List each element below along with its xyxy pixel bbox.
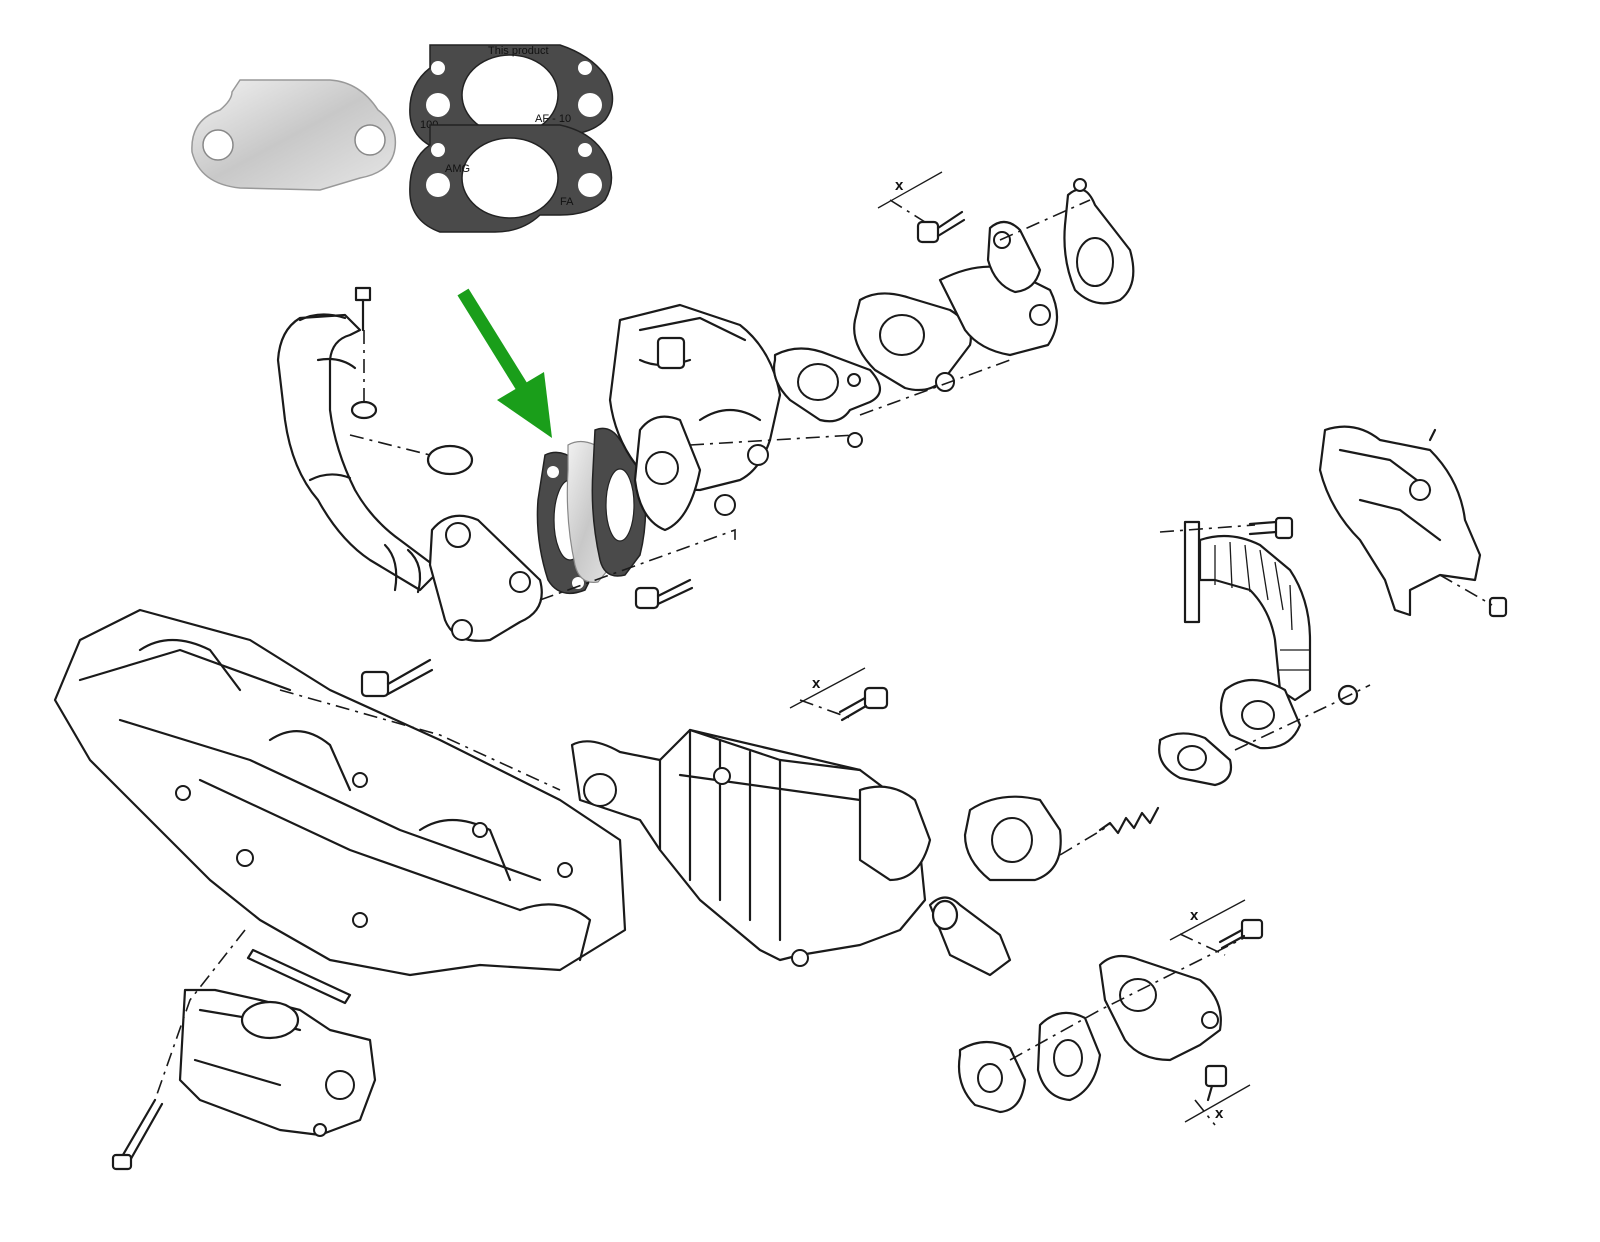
bolt-icon (838, 686, 889, 722)
green-arrow-icon (457, 288, 552, 438)
heat-shield (1318, 425, 1482, 617)
top-right-gasket (1063, 178, 1135, 305)
blanking-plate-photo (191, 79, 397, 191)
dimension-marker: x (1169, 899, 1246, 956)
o-ring (426, 444, 474, 476)
highlighted-gasket-2 (591, 427, 647, 577)
gasket-print-brand: AMG (445, 163, 470, 175)
assembly-line (1234, 684, 1371, 751)
bolt-icon (1439, 574, 1508, 618)
assembly-line (999, 199, 1091, 241)
dimension-marker: x (1184, 1084, 1251, 1126)
egr-cooler (570, 728, 1062, 977)
gasket-photo-front: AF - 10 AMG FA (409, 113, 613, 233)
intake-manifold (53, 608, 627, 977)
outlet-gasket (1036, 1011, 1102, 1102)
dimension-label: x (812, 675, 821, 692)
nut (1337, 684, 1359, 706)
assembly-line (689, 434, 856, 446)
washer (847, 432, 863, 448)
valve-gasket (772, 347, 882, 423)
bolt-icon (1248, 516, 1294, 540)
throttle-actuator (178, 988, 377, 1137)
pipe-gasket (1158, 732, 1233, 787)
outlet-flange (957, 1040, 1027, 1114)
long-bolt (111, 1098, 164, 1171)
dimension-marker: x (877, 171, 943, 223)
gasket-print-fa: FA (560, 196, 574, 208)
assembly-line (349, 434, 431, 456)
egr-pipe (276, 313, 543, 642)
bolt-icon (634, 578, 694, 610)
assembly-line (1159, 524, 1256, 533)
flexible-pipe (1183, 520, 1312, 750)
assembly-line (154, 929, 246, 1101)
assembly-line (539, 528, 736, 601)
dimension-label: x (1215, 1105, 1224, 1122)
outlet-connector (1098, 954, 1222, 1062)
bolt-icon (916, 210, 966, 244)
bolt-icon (1204, 1064, 1228, 1102)
dimension-label: x (895, 177, 904, 194)
egr-valve (608, 303, 782, 532)
gasket-photo-back: This product 100 (409, 44, 614, 151)
assembly-line (859, 359, 1011, 416)
spring (1098, 806, 1160, 835)
gasket-print-code: AF - 10 (535, 113, 571, 125)
dimension-marker: x (789, 667, 866, 719)
assembly-line (1059, 824, 1111, 856)
gasket-print-top: This product (488, 45, 549, 57)
bolt-icon (360, 658, 434, 698)
seal-strip (246, 948, 352, 1005)
assembly-line (1009, 929, 1261, 1061)
dimension-label: x (1190, 907, 1199, 924)
bolt-icon (1218, 918, 1264, 950)
